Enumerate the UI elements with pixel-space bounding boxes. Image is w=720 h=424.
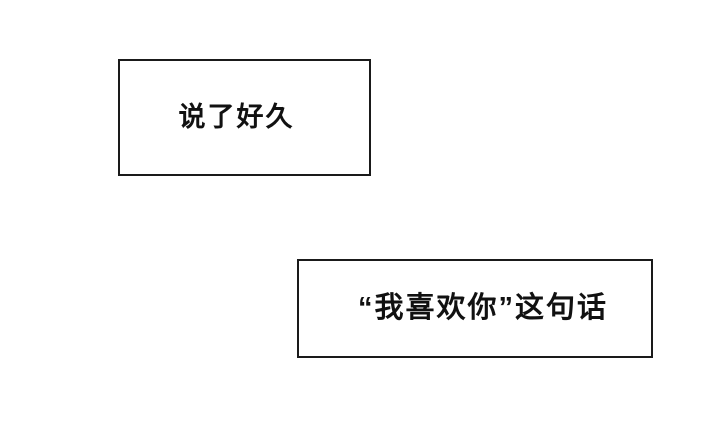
- caption-box-bottom-right: “我喜欢你”这句话: [297, 259, 653, 358]
- caption-text: 说了好久: [178, 102, 295, 132]
- caption-text: “我喜欢你”这句话: [357, 292, 608, 324]
- caption-box-top-left: 说了好久: [118, 59, 371, 176]
